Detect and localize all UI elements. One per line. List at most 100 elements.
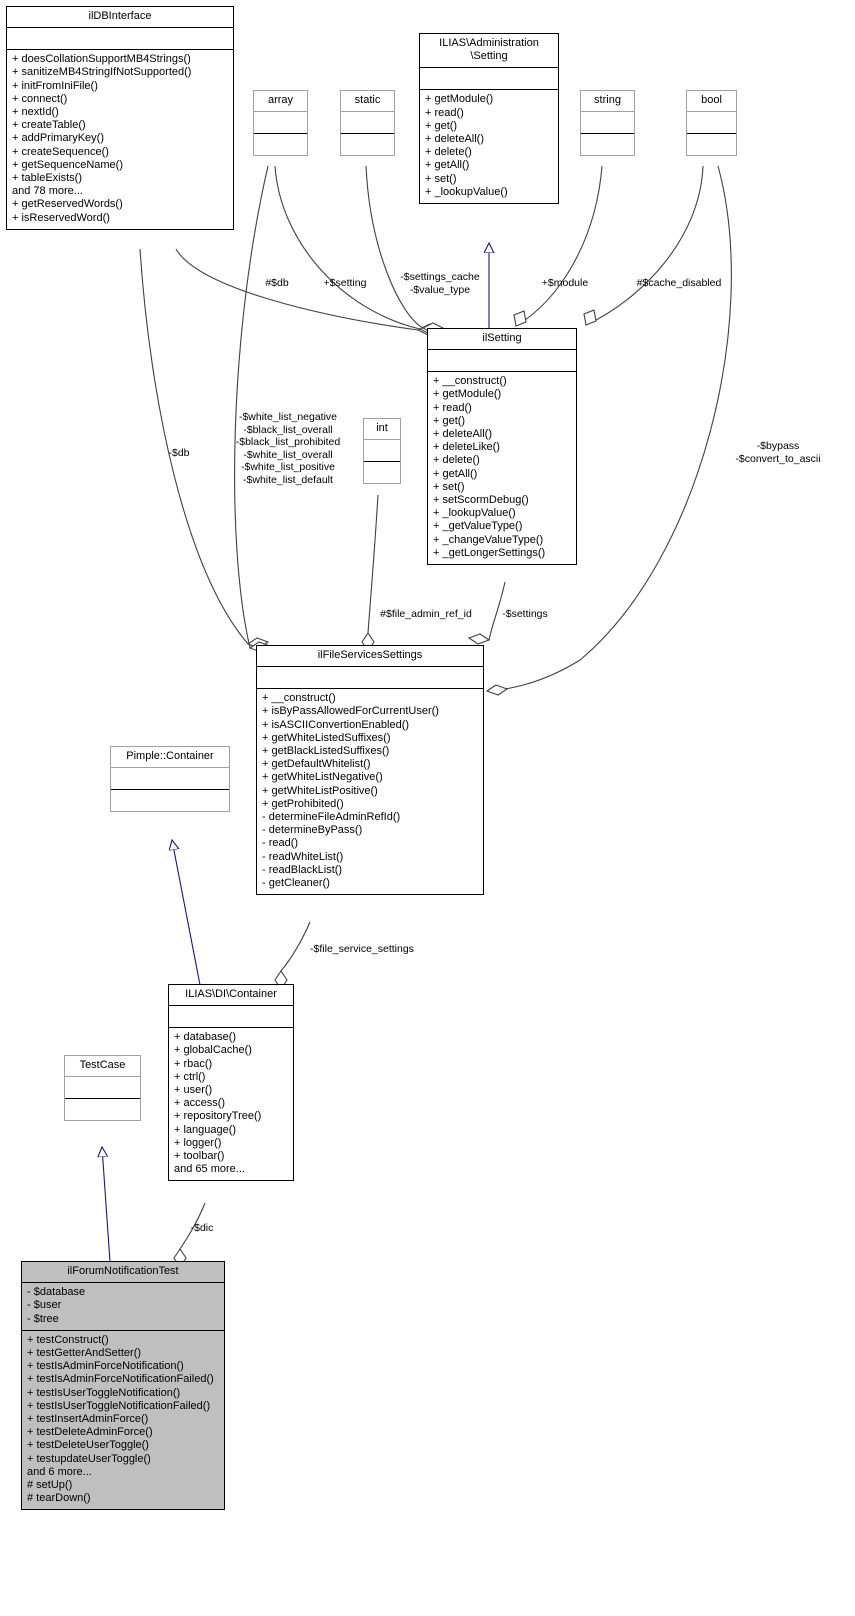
operation-row-more: and 6 more... [27, 1465, 92, 1478]
operation-row: + testIsUserToggleNotificationFailed() [27, 1399, 211, 1412]
operation-row: - read() [262, 837, 299, 850]
attributes-compartment [169, 1006, 293, 1029]
class-name: string [581, 91, 634, 113]
operation-row: + deleteAll() [425, 133, 485, 146]
class-box-ilforumnotificationtest[interactable]: ilForumNotificationTest - $database - $u… [21, 1261, 225, 1511]
attributes-compartment [581, 112, 634, 135]
operation-row: + getSequenceName() [12, 158, 123, 171]
operations-compartment: + __construct() + getModule() + read() +… [428, 372, 576, 564]
operation-row: + set() [433, 480, 465, 493]
edge-label-int-to-filesettings: #$file_admin_ref_id [380, 608, 472, 620]
operation-row: + _lookupValue() [433, 507, 516, 520]
operation-row: + testIsAdminForceNotificationFailed() [27, 1373, 214, 1386]
edge-bool-to-ilsetting [583, 165, 704, 326]
edge-array-to-ilsetting [274, 165, 442, 335]
operation-row: + isASCIIConvertionEnabled() [262, 718, 410, 731]
class-name: array [254, 91, 307, 113]
attributes-compartment [420, 68, 558, 91]
operation-row: + testGetterAndSetter() [27, 1347, 142, 1360]
class-box-ildbinterface[interactable]: ilDBInterface + doesCollationSupportMB4S… [6, 6, 234, 230]
class-box-array[interactable]: array [253, 90, 308, 157]
operation-row: + testConstruct() [27, 1333, 109, 1346]
operation-row: + getWhiteListedSuffixes() [262, 731, 391, 744]
operation-row: + isByPassAllowedForCurrentUser() [262, 705, 439, 718]
edge-label-ilsetting-to-filesettings: -$settings [502, 608, 548, 620]
operation-row: + isReservedWord() [12, 211, 110, 224]
operation-row: + getModule() [433, 388, 502, 401]
operation-row: + getWhiteListPositive() [262, 784, 378, 797]
operation-row: + deleteAll() [433, 428, 493, 441]
edge-label-bool-to-filesettings: -$bypass -$convert_to_ascii [735, 440, 821, 465]
operation-row: + sanitizeMB4StringIfNotSupported() [12, 66, 192, 79]
operation-row: + deleteLike() [433, 441, 500, 454]
operation-row: + logger() [174, 1136, 222, 1149]
operation-row: + testIsAdminForceNotification() [27, 1360, 184, 1373]
class-box-ilfileservicessettings[interactable]: ilFileServicesSettings + __construct() +… [256, 645, 484, 896]
attributes-compartment: - $database - $user - $tree [22, 1283, 224, 1331]
operation-row: + _lookupValue() [425, 185, 508, 198]
class-box-testcase[interactable]: TestCase [64, 1055, 141, 1122]
operation-row: + __construct() [433, 375, 507, 388]
operations-compartment [341, 134, 394, 155]
operation-row: + getReservedWords() [12, 198, 123, 211]
edge-di-container-extends-pimple-container [172, 840, 201, 986]
operations-compartment [111, 790, 229, 811]
operations-compartment: + database() + globalCache() + rbac() + … [169, 1028, 293, 1180]
operation-row: + set() [425, 172, 457, 185]
operation-row: + getBlackListedSuffixes() [262, 745, 390, 758]
operation-row: - determineFileAdminRefId() [262, 811, 401, 824]
class-box-bool[interactable]: bool [686, 90, 737, 157]
class-name: ILIAS\DI\Container [169, 985, 293, 1007]
operation-row: - readBlackList() [262, 863, 343, 876]
operation-row: + database() [174, 1031, 237, 1044]
class-name: ilFileServicesSettings [257, 646, 483, 668]
edge-label-db-to-ilsetting: #$db [265, 277, 289, 289]
operation-row: + read() [425, 106, 464, 119]
class-name: static [341, 91, 394, 113]
operation-row: # tearDown() [27, 1492, 91, 1505]
operation-row: + createSequence() [12, 145, 109, 158]
operation-row: + getWhiteListNegative() [262, 771, 383, 784]
class-box-int[interactable]: int [363, 418, 401, 485]
attributes-compartment [65, 1077, 140, 1100]
operations-compartment [364, 462, 400, 483]
operation-row: + createTable() [12, 119, 86, 132]
operations-compartment [65, 1099, 140, 1120]
operation-row: + read() [433, 401, 472, 414]
operation-row: + getProhibited() [262, 797, 344, 810]
operation-row: + connect() [12, 92, 68, 105]
edge-label-bool-to-ilsetting: #$cache_disabled [636, 277, 722, 289]
class-box-ilias-di-container[interactable]: ILIAS\DI\Container + database() + global… [168, 984, 294, 1182]
operations-compartment [254, 134, 307, 155]
operation-row: + initFromIniFile() [12, 79, 98, 92]
operation-row: + testInsertAdminForce() [27, 1413, 149, 1426]
operation-row: + getModule() [425, 93, 494, 106]
class-name: ILIAS\Administration \Setting [420, 34, 558, 69]
attribute-row: - $user [27, 1299, 62, 1312]
attributes-compartment [257, 667, 483, 690]
operation-row: + get() [425, 119, 458, 132]
class-name: ilDBInterface [7, 7, 233, 29]
operation-row: + tableExists() [12, 172, 82, 185]
operations-compartment [581, 134, 634, 155]
operation-row-more: and 65 more... [174, 1163, 245, 1176]
class-box-static[interactable]: static [340, 90, 395, 157]
operation-row: + language() [174, 1123, 237, 1136]
edge-label-string-to-ilsetting: +$module [541, 277, 589, 289]
edge-di-container-to-forumtest [173, 1202, 206, 1268]
class-name: ilForumNotificationTest [22, 1262, 224, 1284]
attributes-compartment [364, 440, 400, 463]
operation-row: + delete() [433, 454, 480, 467]
operation-row: - getCleaner() [262, 877, 330, 890]
attributes-compartment [428, 350, 576, 373]
class-box-pimple-container[interactable]: Pimple::Container [110, 746, 230, 813]
operation-row: + testIsUserToggleNotification() [27, 1386, 181, 1399]
operation-row: + __construct() [262, 692, 336, 705]
class-box-ilsetting[interactable]: ilSetting + __construct() + getModule() … [427, 328, 577, 566]
class-name: TestCase [65, 1056, 140, 1078]
class-box-ilias-administration-setting[interactable]: ILIAS\Administration \Setting + getModul… [419, 33, 559, 205]
edge-label-array-to-filesettings: -$white_list_negative -$black_list_overa… [235, 411, 341, 486]
edge-label-di-container-to-forumtest: -$dic [190, 1222, 214, 1234]
class-name: int [364, 419, 400, 441]
class-box-string[interactable]: string [580, 90, 635, 157]
